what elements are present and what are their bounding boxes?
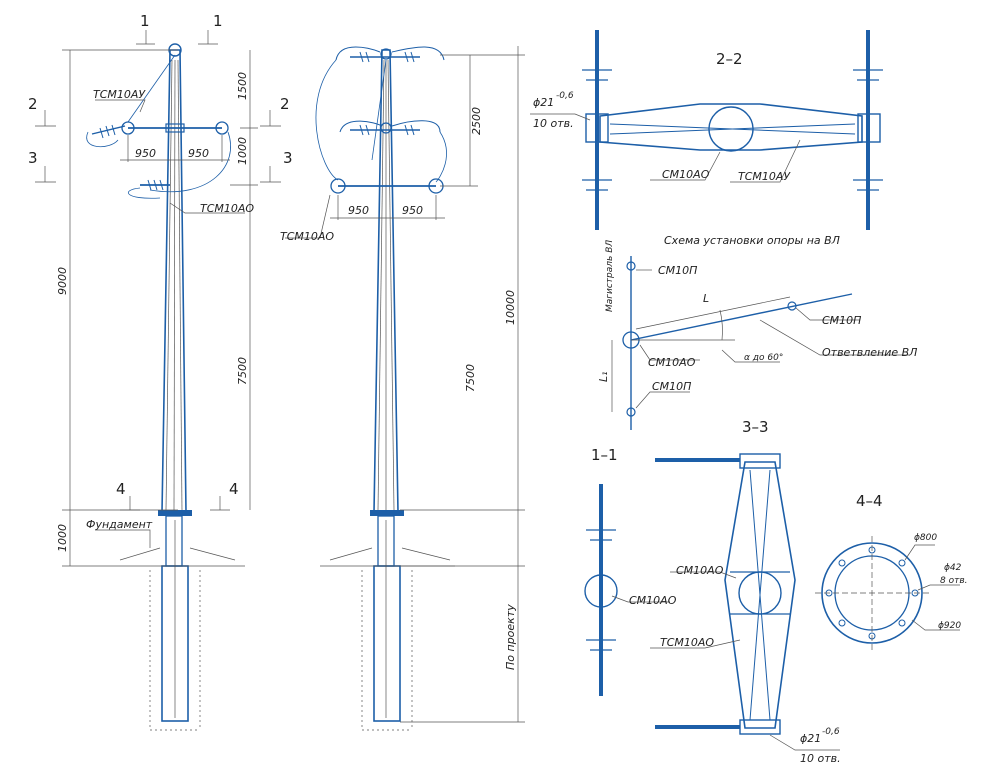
- label-sm10p-bottom: СМ10П: [652, 380, 691, 393]
- pole-2: [285, 46, 455, 731]
- label-tsm10au-22: ТСМ10АУ: [738, 170, 791, 183]
- label-hole-22: ϕ21: [533, 96, 554, 109]
- title-view-1-1: 1–1: [591, 446, 618, 464]
- dim-9000: 9000: [56, 267, 69, 295]
- label-angle: α до 60°: [744, 353, 783, 363]
- dim-1000: 1000: [236, 137, 249, 165]
- view-1-1: [584, 484, 670, 696]
- dim-950-left: 950: [135, 147, 156, 160]
- label-sm10p-right: СМ10П: [822, 314, 861, 327]
- dim-1000-bottom: 1000: [56, 524, 69, 552]
- dim-950-right: 950: [188, 147, 209, 160]
- label-branch: Ответвление ВЛ: [822, 346, 917, 359]
- label-foundation: Фундамент: [86, 518, 153, 531]
- label-by-project: По проекту: [504, 604, 517, 670]
- label-hole-33: ϕ21: [800, 732, 821, 745]
- pole-1: [86, 43, 245, 731]
- section-4-left: 4: [116, 480, 126, 498]
- label-holes-22-count: 10 отв.: [533, 117, 574, 130]
- label-tsm10au: ТСМ10АУ: [93, 88, 146, 101]
- section-2-left: 2: [28, 95, 38, 113]
- label-sm10p-top: СМ10П: [658, 264, 697, 277]
- title-view-2-2: 2–2: [716, 50, 743, 68]
- label-sm10ao-scheme: СМ10АО: [648, 356, 696, 369]
- dim-950-right-2: 950: [402, 204, 423, 217]
- title-view-4-4: 4–4: [856, 492, 883, 510]
- pole-2-dimensions: [330, 46, 525, 723]
- pole-1-dimensions: [62, 49, 258, 567]
- section-3-left: 3: [28, 149, 38, 167]
- dim-7500-middle: 7500: [464, 364, 477, 392]
- label-main-line: Магистраль ВЛ: [605, 240, 615, 312]
- label-d800: ϕ800: [914, 533, 937, 543]
- label-tsm10ao-33: ТСМ10АО: [660, 636, 714, 649]
- label-d42: ϕ42: [944, 563, 962, 573]
- section-1-right: 1: [213, 12, 223, 30]
- label-tsm10ao: ТСМ10АО: [200, 202, 254, 215]
- dim-2500: 2500: [470, 107, 483, 135]
- label-hole-22-tol: -0,6: [556, 91, 574, 101]
- section-markers: [35, 30, 281, 511]
- section-2-right: 2: [280, 95, 290, 113]
- label-L1: L₁: [597, 371, 610, 382]
- label-L: L: [703, 292, 709, 305]
- dim-1500: 1500: [236, 72, 249, 100]
- section-4-right: 4: [229, 480, 239, 498]
- view-3-3: [650, 453, 840, 751]
- dim-950-left-2: 950: [348, 204, 369, 217]
- label-holes-33-count: 10 отв.: [800, 752, 841, 765]
- label-sm10ao-11: СМ10АО: [629, 594, 677, 607]
- scheme-title: Схема установки опоры на ВЛ: [664, 234, 840, 247]
- scheme: [611, 256, 910, 430]
- dim-10000: 10000: [504, 290, 517, 325]
- label-hole-33-tol: -0,6: [822, 727, 840, 737]
- title-view-3-3: 3–3: [742, 418, 769, 436]
- label-d42-count: 8 отв.: [940, 576, 968, 586]
- view-2-2: [530, 30, 883, 230]
- view-4-4: [815, 536, 960, 650]
- section-1-left: 1: [140, 12, 150, 30]
- label-d920: ϕ920: [938, 621, 961, 631]
- label-sm10ao-33: СМ10АО: [676, 564, 724, 577]
- section-3-right: 3: [283, 149, 293, 167]
- dim-7500: 7500: [236, 357, 249, 385]
- label-tsm10ao-middle: ТСМ10АО: [280, 230, 334, 243]
- label-sm10ao-22: СМ10АО: [662, 168, 710, 181]
